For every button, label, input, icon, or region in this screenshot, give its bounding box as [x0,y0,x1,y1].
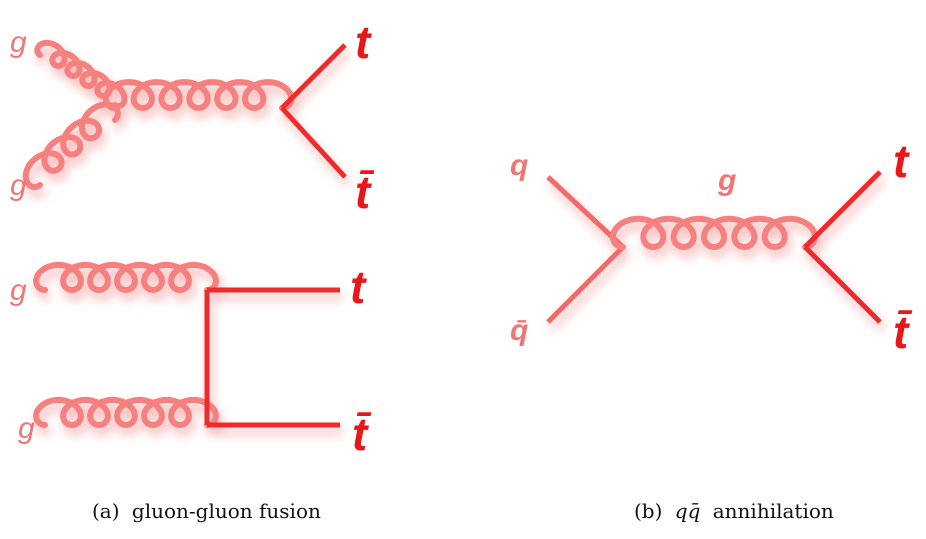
gluon-line-a-t-in-1 [33,261,219,294]
caption-b-tag: (b) [634,499,662,523]
gluon-line-a-s-in-1 [34,39,128,110]
diagram-a-s-channel [22,39,347,191]
diagram-b [546,170,882,324]
antiquark-label-b: q̄ [510,314,528,347]
caption-b-math: qq̄ [675,499,701,523]
caption-b-text: annihilation [713,499,834,523]
gluon-label-a-s-2: g [10,169,27,202]
antitop-label-a-t: t̄ [352,408,372,460]
gluon-propagator-b [609,215,819,251]
gluon-label-a-t-1: g [10,274,27,307]
caption-a-text: gluon-gluon fusion [132,499,321,523]
antitop-label-a-s: t̄ [355,166,375,218]
top-label-a-t: t [350,261,367,313]
gluon-label-a-t-2: g [18,412,35,445]
gluon-line-a-t-in-2 [33,396,219,429]
antitop-label-b: t̄ [893,306,913,358]
antitop-line-a-s [280,106,347,179]
caption-b: (b) qq̄ annihilation [634,499,834,523]
quark-label-b: q [510,149,528,182]
top-line-b [803,170,882,249]
caption-a-tag: (a) [92,499,120,523]
top-label-a-s: t [355,16,372,68]
gluon-label-b: g [717,164,736,197]
gluon-propagator-a-s [102,79,295,112]
top-label-b: t [893,135,910,187]
gluon-line-a-s-in-2 [22,101,121,191]
caption-a: (a) gluon-gluon fusion [92,499,321,523]
diagram-a-t-channel [33,261,340,429]
antiquark-line-b-in [546,245,625,324]
antitop-line-b [803,245,882,324]
top-line-a-s [280,43,347,110]
gluon-label-a-s-1: g [10,26,27,59]
